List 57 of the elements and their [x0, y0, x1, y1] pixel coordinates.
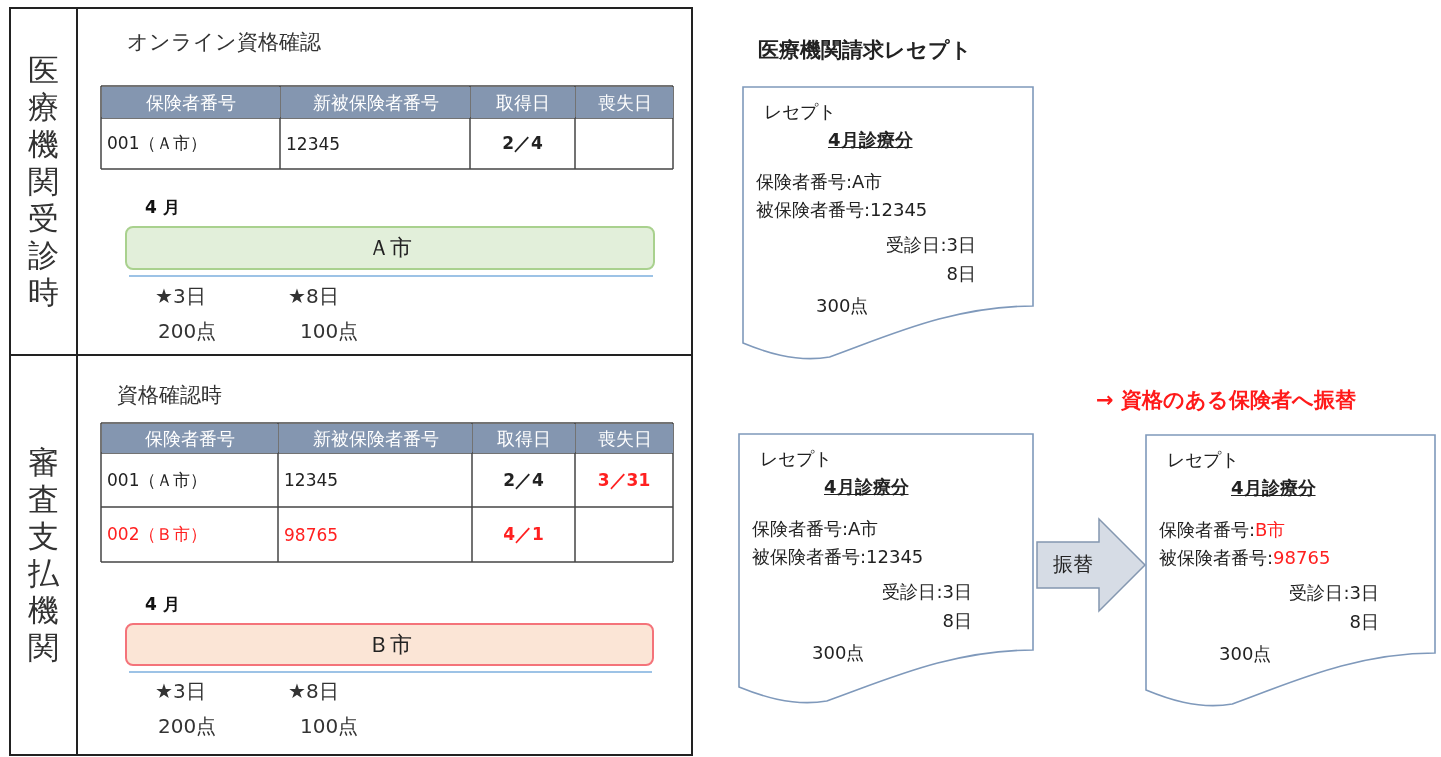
column-header: 保険者番号	[102, 87, 280, 118]
table-cell-text: 001（Ａ市）	[107, 132, 208, 155]
table-cell-text: 2／4	[502, 132, 543, 155]
points-total: 300点	[816, 294, 869, 318]
receipt-title: レセプト	[764, 100, 836, 124]
receipt-group-heading: 医療機関請求レセプト	[758, 37, 972, 64]
table-cell-text: 12345	[284, 470, 339, 490]
insured-number-line: 被保険者番号:12345	[756, 198, 928, 222]
insurer-period-bar: Ａ市	[125, 226, 655, 270]
insurer-line: 保険者番号:B市	[1159, 518, 1286, 542]
points-total: 300点	[1219, 642, 1272, 666]
points-total: 300点	[812, 641, 865, 665]
receipt-document	[738, 433, 1034, 705]
receipt-title: レセプト	[1167, 448, 1239, 472]
visit-day-label: ★3日	[155, 283, 206, 310]
month-label: 4 月	[145, 196, 180, 219]
column-header: 喪失日	[576, 424, 673, 453]
table-cell-text: 001（Ａ市）	[107, 468, 208, 492]
transfer-note: → 資格のある保険者へ振替	[1096, 387, 1356, 414]
month-label: 4 月	[145, 593, 180, 616]
table-cell-text: 12345	[286, 133, 341, 154]
receipt-document	[1145, 434, 1436, 708]
section-heading: 資格確認時	[117, 382, 222, 409]
insurer-period-bar: Ｂ市	[125, 623, 654, 666]
points-label: 200点	[158, 713, 217, 740]
insured-number-line: 被保険者番号:12345	[752, 545, 924, 569]
receipt-title: レセプト	[760, 447, 832, 471]
visit-day-label: ★8日	[288, 678, 339, 705]
table-cell-text: 98765	[284, 524, 339, 545]
row-header: 医療機関受診時	[27, 52, 60, 311]
visit-dates: 受診日:3日 8日	[885, 233, 976, 286]
receipt-document	[742, 86, 1034, 361]
receipt-period: 4月診療分	[824, 475, 909, 499]
row-header: 審査支払機関	[27, 444, 60, 666]
column-header: 喪失日	[576, 87, 673, 118]
receipt-period: 4月診療分	[828, 128, 913, 152]
visit-dates: 受診日:3日 8日	[1288, 581, 1379, 634]
table-cell-text: 3／31	[597, 468, 651, 492]
points-label: 100点	[300, 713, 359, 740]
visit-day-label: ★8日	[288, 283, 339, 310]
table-cell-text: 2／4	[503, 468, 544, 492]
insurer-line: 保険者番号:A市	[752, 517, 879, 541]
column-header: 保険者番号	[102, 424, 278, 453]
column-header: 取得日	[471, 87, 575, 118]
points-label: ★3日	[155, 678, 206, 705]
column-header: 新被保険者番号	[279, 424, 472, 453]
receipt-period: 4月診療分	[1231, 476, 1316, 500]
table-cell-text: 4／1	[503, 523, 544, 546]
insurer-line: 保険者番号:A市	[756, 170, 883, 194]
column-header: 取得日	[473, 424, 575, 453]
section-heading: オンライン資格確認	[127, 29, 321, 56]
visit-dates: 受診日:3日 8日	[881, 580, 972, 633]
insured-number-line: 被保険者番号:98765	[1159, 546, 1331, 570]
table-cell-text: 002（Ｂ市）	[107, 523, 208, 546]
column-header: 新被保険者番号	[281, 87, 470, 118]
points-label: 100点	[300, 318, 359, 345]
points-label: 200点	[158, 318, 217, 345]
